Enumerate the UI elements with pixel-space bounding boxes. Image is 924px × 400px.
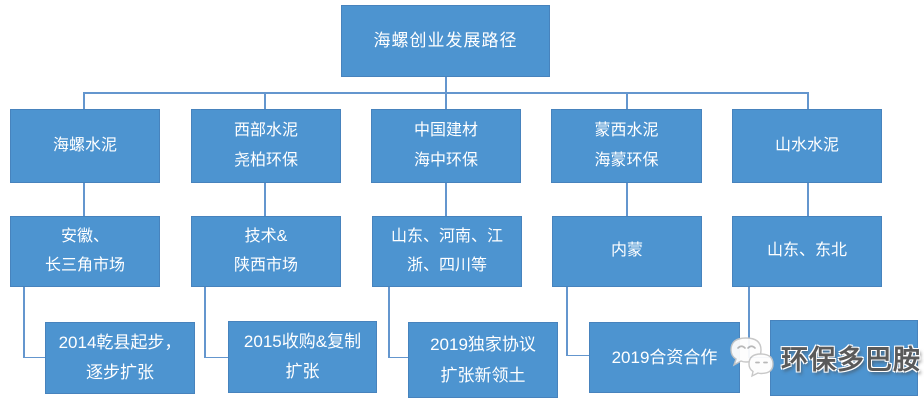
node-line: 西部水泥 bbox=[233, 121, 298, 139]
watermark: 环保多巴胺 bbox=[727, 334, 921, 380]
node-mengxi-cement-haimeng: 蒙西水泥 海蒙环保 bbox=[551, 109, 702, 183]
connector-elbow-v-col3 bbox=[388, 287, 390, 358]
node-line: 2019合资合作 bbox=[611, 347, 718, 367]
node-shanshui-cement: 山水水泥 bbox=[732, 109, 882, 183]
connector-drop-col2 bbox=[264, 92, 266, 110]
node-line: 2014乾县起步， bbox=[58, 333, 182, 353]
node-line: 2019独家协议 bbox=[430, 334, 536, 354]
node-line: 浙、四川等 bbox=[406, 256, 487, 274]
node-west-china-cement-yaobai: 西部水泥 尧柏环保 bbox=[191, 109, 341, 183]
connector-mid-col1 bbox=[83, 183, 85, 216]
node-line: 陕西市场 bbox=[233, 256, 298, 274]
node-shandong-northeast: 山东、东北 bbox=[732, 216, 882, 287]
node-line: 长三角市场 bbox=[44, 256, 125, 274]
connector-elbow-h-col1 bbox=[23, 356, 46, 358]
connector-elbow-v-col5 bbox=[748, 287, 750, 358]
node-inner-mongolia: 内蒙 bbox=[552, 216, 702, 287]
node-line: 技术& bbox=[244, 227, 288, 245]
connector-drop-col5 bbox=[807, 92, 809, 110]
node-line: 山东、东北 bbox=[766, 242, 847, 260]
node-line: 内蒙 bbox=[610, 242, 643, 260]
node-line: 海螺水泥 bbox=[52, 136, 117, 154]
node-line: 尧柏环保 bbox=[233, 151, 298, 169]
node-shandong-henan-jiangzhe-sichuan: 山东、河南、江 浙、四川等 bbox=[372, 216, 522, 287]
connector-elbow-h-col4 bbox=[566, 354, 590, 356]
node-line: 逐步扩张 bbox=[86, 363, 154, 383]
node-anhui-yangtze-market: 安徽、 长三角市场 bbox=[10, 216, 160, 287]
node-title-label: 海螺创业发展路径 bbox=[373, 31, 518, 51]
connector-elbow-v-col1 bbox=[23, 287, 25, 358]
node-line: 海中环保 bbox=[413, 151, 478, 169]
connector-drop-col1 bbox=[83, 92, 85, 110]
connector-elbow-v-col2 bbox=[204, 287, 206, 358]
connector-title-stem bbox=[445, 77, 447, 93]
node-line: 海蒙环保 bbox=[594, 151, 659, 169]
node-cnbm-haizhong: 中国建材 海中环保 bbox=[371, 109, 521, 183]
watermark-text: 环保多巴胺 bbox=[781, 344, 921, 375]
wechat-icon bbox=[730, 337, 774, 378]
node-line: 中国建材 bbox=[413, 121, 478, 139]
connector-mid-col3 bbox=[445, 183, 447, 216]
connector-elbow-h-col2 bbox=[204, 356, 228, 358]
node-2015-acquisition-copy: 2015收购&复制 扩张 bbox=[228, 321, 377, 393]
node-tech-shaanxi-market: 技术& 陕西市场 bbox=[191, 216, 341, 287]
node-2019-joint-venture: 2019合资合作 bbox=[589, 322, 740, 393]
node-line: 山东、河南、江 bbox=[390, 227, 503, 245]
connector-drop-col4 bbox=[626, 92, 628, 110]
node-line: 安徽、 bbox=[60, 227, 109, 245]
node-title: 海螺创业发展路径 bbox=[341, 5, 550, 77]
connector-mid-col5 bbox=[807, 183, 809, 216]
node-line: 2015收购&复制 bbox=[243, 332, 362, 352]
node-2019-exclusive-agreement: 2019独家协议 扩张新领土 bbox=[408, 322, 558, 398]
connector-mid-col4 bbox=[626, 183, 628, 216]
node-line: 蒙西水泥 bbox=[594, 121, 659, 139]
connector-elbow-h-col3 bbox=[388, 356, 409, 358]
node-line: 山水水泥 bbox=[774, 136, 839, 154]
node-line: 扩张新领土 bbox=[440, 365, 526, 385]
connector-mid-col2 bbox=[264, 183, 266, 216]
node-conch-cement: 海螺水泥 bbox=[10, 109, 160, 183]
node-line: 扩张 bbox=[285, 362, 320, 382]
connector-drop-col3 bbox=[445, 92, 447, 110]
connector-elbow-v-col4 bbox=[566, 287, 568, 356]
node-2014-qianxian-start: 2014乾县起步， 逐步扩张 bbox=[45, 322, 195, 394]
